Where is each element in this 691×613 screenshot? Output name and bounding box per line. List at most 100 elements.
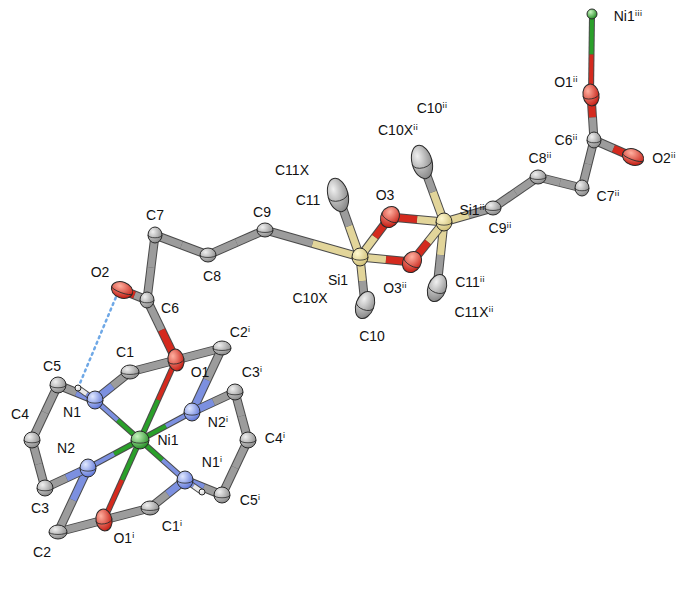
atom-ellipsoid	[166, 348, 186, 372]
bond-outline	[32, 385, 58, 440]
principal-ellipse	[485, 208, 501, 210]
atom-ellipsoid	[324, 176, 352, 214]
atom-label: O3ⁱⁱ	[382, 280, 408, 296]
ellipsoid	[148, 227, 162, 243]
ellipsoid	[121, 365, 139, 379]
principal-ellipse	[328, 192, 349, 203]
atoms	[24, 9, 646, 539]
atom-ellipsoid	[575, 180, 589, 196]
atom-ellipsoid	[109, 279, 135, 302]
atom-ellipsoid	[424, 272, 450, 304]
atom-ellipsoid	[141, 501, 159, 515]
atom-label: C7	[145, 207, 165, 223]
bond-outline	[208, 230, 265, 255]
bond-outline	[591, 14, 592, 95]
ellipsoid	[257, 223, 273, 237]
atom-label: C11X	[274, 162, 310, 178]
ellipsoid	[575, 180, 589, 196]
ellipsoid	[581, 83, 601, 107]
principal-ellipse	[177, 480, 193, 483]
principal-ellipse	[227, 392, 243, 395]
atom-label: C4	[10, 406, 30, 422]
ellipsoid	[485, 201, 501, 215]
atom-label: C10X	[291, 290, 328, 306]
ellipsoid	[352, 248, 368, 266]
atom-ellipsoid	[587, 132, 601, 148]
atom-label: C3ⁱ	[241, 364, 263, 380]
ellipsoid	[50, 377, 66, 393]
atom-ellipsoid	[87, 391, 103, 409]
ellipsoid	[49, 525, 67, 539]
ellipsoid	[109, 279, 135, 302]
principal-ellipse	[587, 140, 601, 143]
atom-label: C2ⁱ	[229, 324, 251, 340]
principal-ellipse	[140, 300, 154, 303]
atom-label: C10Xⁱⁱ	[377, 122, 419, 138]
ellipsoid	[80, 459, 96, 477]
atom-ellipsoid	[436, 213, 452, 231]
ellipsoid	[587, 132, 601, 148]
ellipsoid	[408, 143, 436, 181]
principal-ellipse	[87, 400, 103, 403]
atom-ellipsoid	[131, 431, 149, 449]
atom-ellipsoid	[352, 289, 378, 321]
bond-outline	[493, 177, 538, 208]
bond-outline	[265, 230, 360, 257]
atom-label: Si1	[327, 272, 349, 288]
principal-ellipse	[131, 440, 149, 443]
atom-label: O1	[190, 364, 211, 380]
atom-label: C6ⁱⁱ	[554, 132, 579, 148]
ellipsoid	[94, 508, 114, 532]
ellipsoid	[530, 170, 546, 184]
atom-ellipsoid	[227, 384, 243, 400]
principal-ellipse	[436, 222, 452, 225]
ellipsoid	[87, 391, 103, 409]
atom-ellipsoid	[140, 292, 154, 308]
ellipsoid	[214, 487, 230, 503]
atom-ellipsoid	[408, 143, 436, 181]
atom-label: Ni1ⁱⁱⁱ	[613, 8, 644, 24]
atom-label: C2	[32, 544, 52, 560]
atom-ellipsoid	[24, 432, 40, 448]
principal-ellipse	[121, 372, 139, 374]
atom-label: C6	[160, 300, 180, 316]
atom-label: O2	[90, 264, 111, 280]
principal-ellipse	[530, 177, 546, 179]
principal-ellipse	[184, 412, 200, 415]
atom-ellipsoid	[530, 170, 546, 184]
bond-outline	[147, 235, 155, 300]
principal-ellipse	[402, 258, 420, 270]
principal-ellipse	[80, 468, 96, 471]
ellipsoid	[213, 341, 231, 355]
atom-label: C3	[30, 500, 50, 516]
atom-label: C7ⁱⁱ	[596, 188, 621, 204]
atom-ellipsoid	[352, 248, 368, 266]
ellipsoid	[240, 432, 256, 448]
atom-ellipsoid	[199, 489, 205, 495]
atom-ellipsoid	[200, 248, 216, 262]
ellipsoid	[75, 385, 81, 391]
atom-label: O3	[375, 187, 396, 203]
principal-ellipse	[355, 302, 374, 313]
principal-ellipse	[214, 495, 230, 498]
ellipsoid	[587, 9, 597, 19]
ellipsoid	[184, 403, 200, 421]
bond-half	[590, 14, 595, 55]
atom-ellipsoid	[75, 385, 81, 391]
principal-ellipse	[24, 440, 40, 443]
atom-label: C9	[252, 204, 272, 220]
ellipsoid	[37, 480, 53, 496]
principal-ellipse	[148, 235, 162, 238]
atom-label: C11Xⁱⁱ	[454, 304, 495, 320]
atom-label: C10ⁱⁱ	[416, 100, 449, 116]
ellipsoid	[131, 431, 149, 449]
atom-ellipsoid	[399, 248, 426, 276]
bond-outline	[155, 235, 208, 255]
principal-ellipse	[37, 488, 53, 491]
atom-label: N2ⁱ	[207, 414, 229, 430]
principal-ellipse	[141, 508, 159, 510]
atom-ellipsoid	[177, 471, 193, 489]
principal-ellipse	[575, 188, 589, 191]
atom-ellipsoid	[80, 459, 96, 477]
atom-label: C8ⁱⁱ	[528, 150, 553, 166]
